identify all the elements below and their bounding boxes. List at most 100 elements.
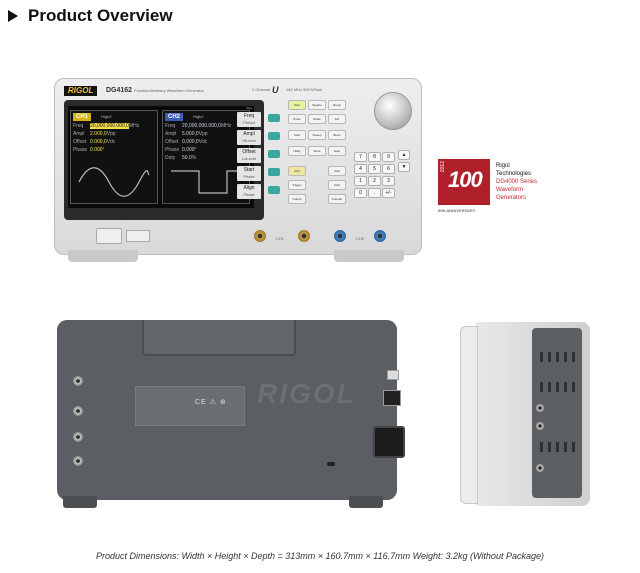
vent-slot [556,352,559,362]
ch2-port-label: CH2 [356,236,365,241]
numpad-3[interactable]: 3 [382,176,395,186]
vent-slot [572,382,575,392]
key-store[interactable]: Store [308,146,326,156]
numpad-5[interactable]: 5 [368,164,381,174]
numpad-6[interactable]: 6 [382,164,395,174]
key-ch1[interactable]: CH1 [288,166,306,176]
award-badge: 2012 100 50th ANNIVERSARY Rigol Technolo… [438,158,554,213]
arrow-up-icon[interactable]: ▲ [398,150,410,160]
ch1-output-bnc[interactable] [254,230,266,242]
key-mod[interactable]: Mod [288,130,306,140]
vent-slot [564,382,567,392]
power-button[interactable] [96,228,122,244]
key-sine[interactable]: Sine [288,100,306,110]
key-burst[interactable]: Burst [328,130,346,140]
numpad-4[interactable]: 4 [354,164,367,174]
vent-slot [540,382,543,392]
key-utility[interactable]: Utility [288,146,306,156]
numpad-9[interactable]: 9 [382,152,395,162]
side-view-image [460,322,590,508]
numpad-sign[interactable]: +/- [382,188,395,198]
award-year: 2012 [440,161,446,173]
numpad-0[interactable]: 0 [354,188,367,198]
vent-slot [556,382,559,392]
numpad-1[interactable]: 1 [354,176,367,186]
spec-right: 160 MHz 500 MSa/s [286,87,323,92]
power-socket[interactable] [373,426,405,458]
vent-slot [556,442,559,452]
key-trigger[interactable]: Trigger [288,180,306,190]
rear-foot-right [349,496,383,508]
vent-slot [564,442,567,452]
carry-handle [142,320,296,356]
key-noise[interactable]: Noise [308,114,326,124]
lan-port[interactable] [383,390,401,406]
front-panel-image: RIGOL DG4162 Function/Arbitrary Waveform… [54,78,422,266]
rear-bnc-4[interactable] [73,456,83,466]
menu-key-3[interactable] [268,150,280,158]
key-ramp[interactable]: Ramp [328,100,346,110]
numpad-2[interactable]: 2 [368,176,381,186]
key-sweep[interactable]: Sweep [308,130,326,140]
numpad-7[interactable]: 7 [354,152,367,162]
security-lock-slot [327,462,335,466]
key-help[interactable]: Help [328,146,346,156]
rear-bnc-1[interactable] [73,376,83,386]
award-number: 100 [448,167,483,192]
numpad-8[interactable]: 8 [368,152,381,162]
rear-watermark: RIGOL [257,378,356,409]
key-ch2-select[interactable]: CH2 [328,166,346,176]
vent-slot [564,352,567,362]
section-title: Product Overview [28,6,173,25]
brand-logo: RIGOL [64,86,98,96]
rear-bnc-3[interactable] [73,432,83,442]
vent-slot [572,352,575,362]
usb-host-port[interactable] [126,230,150,242]
key-pulse[interactable]: Pulse [288,114,306,124]
ch2-output-bnc[interactable] [334,230,346,242]
vent-slot [540,442,543,452]
vent-slot [548,442,551,452]
key-output[interactable]: Output [288,194,306,204]
rd100-logo: 2012 100 50th ANNIVERSARY [438,159,490,213]
menu-key-5[interactable] [268,186,280,194]
rear-bnc-2[interactable] [73,406,83,416]
key-square[interactable]: Square [308,100,326,110]
menu-key-1[interactable] [268,114,280,122]
key-counter[interactable]: Counter [328,194,346,204]
rear-foot-left [63,496,97,508]
front-foot-left [68,250,138,262]
numpad-dot[interactable]: . [368,188,381,198]
sine-wave-icon [78,167,150,197]
spec-left: 2 Channel [252,87,271,92]
arrow-down-icon[interactable]: ▼ [398,162,410,172]
key-arb[interactable]: Arb [328,114,346,124]
ch2-header: CH2 [165,113,184,121]
ch1-port-label: CH1 [276,236,285,241]
function-keypad: Sine Square Ramp Pulse Noise Arb Mod Swe… [286,98,364,218]
ch2-sync-bnc[interactable] [374,230,386,242]
rear-label-plate [135,386,245,426]
front-foot-right [334,250,404,262]
side-bnc [536,404,544,412]
usb-device-port[interactable] [387,370,399,380]
ch1-sync-bnc[interactable] [298,230,310,242]
rotary-knob[interactable] [374,92,412,130]
key-ch2-output[interactable]: CH2 [328,180,346,190]
menu-key-4[interactable] [268,168,280,176]
vent-slot [540,352,543,362]
menu-key-2[interactable] [268,132,280,140]
